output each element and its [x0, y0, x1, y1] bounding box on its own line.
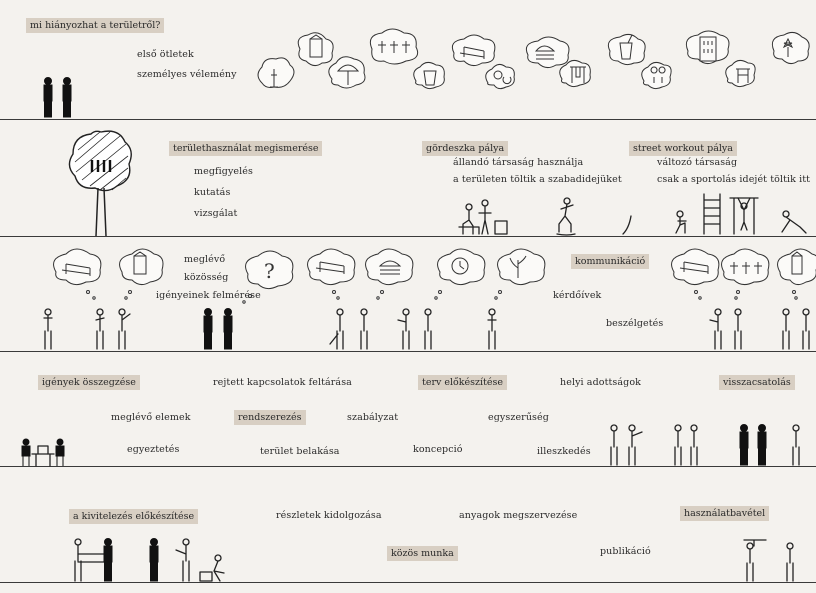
- text-questionnaires: kérdőívek: [553, 290, 602, 301]
- text-existing-elements: meglévő elemek: [111, 412, 191, 423]
- floor-line-4: [0, 466, 816, 467]
- bench-icon: [307, 248, 356, 300]
- parasol-icon: [328, 56, 366, 89]
- monument-icon: [257, 57, 295, 88]
- plant-icon: [494, 248, 546, 300]
- flower-icon: [771, 31, 810, 65]
- label-missing-question: mi hiányozhat a területről?: [26, 18, 165, 33]
- text-simplicity: egyszerűség: [488, 412, 549, 423]
- label-use-start: használatbavétel: [680, 506, 770, 521]
- people-group-icon: [721, 248, 770, 300]
- text-existing: meglévő: [184, 254, 226, 265]
- label-skatepark: gördeszka pálya: [422, 141, 509, 156]
- floor-line-2: [0, 236, 816, 237]
- trash-bin-icon: [413, 61, 445, 90]
- playground-icon: [725, 59, 756, 88]
- text-community: közösség: [184, 272, 229, 283]
- construction-illustrations: [74, 538, 794, 582]
- ice-cream-icon: [641, 61, 672, 90]
- text-sport-time-only: csak a sportolás idejét töltik itt: [657, 174, 811, 185]
- text-fit: illeszkedés: [537, 446, 591, 457]
- tree-illustration: [68, 130, 132, 237]
- toilet-cabin-icon: [119, 248, 164, 300]
- summary-illustrations: [21, 424, 800, 467]
- floor-line-5: [0, 582, 816, 583]
- text-hidden-connections: rejtett kapcsolatok feltárása: [213, 377, 352, 388]
- label-plan-prep: terv előkészítése: [418, 375, 507, 390]
- text-analysis: vizsgálat: [194, 208, 238, 219]
- drink-cup-icon: [607, 33, 646, 66]
- hamburger-icon: [525, 36, 570, 69]
- label-feedback: visszacsatolás: [719, 375, 795, 390]
- svg-text:?: ?: [264, 259, 275, 283]
- text-observation: megfigyelés: [194, 166, 253, 177]
- people-group-icon: [369, 28, 419, 65]
- text-research: kutatás: [194, 187, 231, 198]
- bench-icon: [451, 34, 496, 67]
- text-concept: koncepció: [413, 444, 463, 455]
- floor-line-3: [0, 351, 816, 352]
- bench-icon: [53, 248, 102, 300]
- floor-line-1: [0, 119, 816, 120]
- idea-clouds: [257, 28, 810, 90]
- text-materials: anyagok megszervezése: [459, 510, 578, 521]
- label-needs-summary: igények összegzése: [38, 375, 140, 390]
- text-publication: publikáció: [600, 546, 651, 557]
- label-area-use: területhasználat megismerése: [169, 141, 323, 156]
- sunglasses-icon: [485, 63, 515, 90]
- text-needs-survey: igényeinek felmérése: [156, 290, 261, 301]
- building-icon: [685, 30, 730, 65]
- label-construction-prep: a kivitelezés előkészítése: [69, 509, 199, 524]
- text-local-conditions: helyi adottságok: [560, 377, 641, 388]
- clock-icon: [434, 248, 486, 300]
- question-mark-icon: ?: [242, 250, 294, 304]
- toilet-cabin-icon: [297, 32, 334, 67]
- street-workout-figures: [675, 193, 807, 235]
- label-street-workout: street workout pálya: [629, 141, 737, 156]
- text-coordination: egyeztetés: [127, 444, 180, 455]
- text-personal-opinion: személyes vélemény: [137, 69, 237, 80]
- hamburger-icon: [365, 248, 414, 300]
- label-systematize: rendszerezés: [234, 410, 306, 425]
- bench-icon: [671, 248, 720, 300]
- swing-icon: [559, 59, 591, 88]
- text-changing-group: változó társaság: [657, 157, 738, 168]
- text-area-settling: terület belakása: [260, 446, 340, 457]
- text-detailing: részletek kidolgozása: [276, 510, 382, 521]
- label-joint-work: közös munka: [387, 546, 458, 561]
- text-conversation: beszélgetés: [606, 318, 664, 329]
- text-first-ideas: első ötletek: [137, 49, 194, 60]
- toilet-cabin-icon: [777, 248, 816, 300]
- skatepark-figures: [458, 197, 632, 236]
- survey-illustrations: ?: [43, 248, 816, 350]
- people-pair-illustration: [43, 77, 72, 118]
- text-spend-free-time: a területen töltik a szabadidejüket: [453, 174, 622, 185]
- label-communication: kommunikáció: [571, 254, 650, 269]
- text-permanent-group: állandó társaság használja: [453, 157, 584, 168]
- text-regulation: szabályzat: [347, 412, 399, 423]
